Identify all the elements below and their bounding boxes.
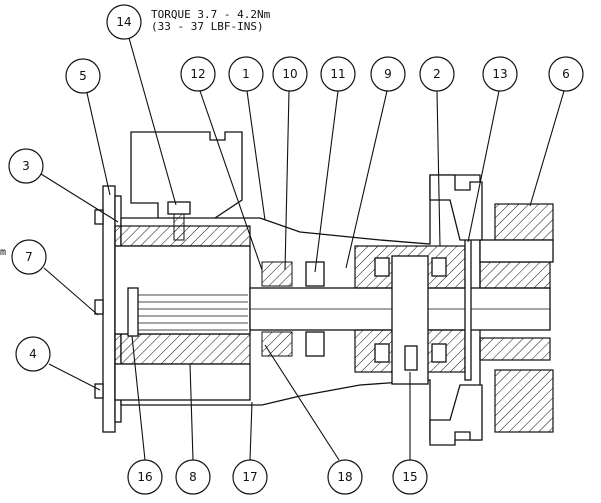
callout-16: 16: [127, 459, 163, 495]
svg-text:6: 6: [562, 67, 570, 81]
callout-4: 4: [15, 336, 51, 372]
seal-spring-lower: [305, 331, 325, 357]
impeller-hub: [127, 287, 139, 337]
svg-text:14: 14: [116, 15, 131, 29]
impeller-vanes: [138, 294, 248, 331]
svg-text:11: 11: [330, 67, 345, 81]
svg-text:5: 5: [79, 69, 87, 83]
seal-spring-upper: [305, 261, 325, 287]
svg-text:9: 9: [384, 67, 392, 81]
svg-text:15: 15: [402, 470, 417, 484]
bearing-balls: [374, 257, 447, 371]
svg-text:2: 2: [433, 67, 441, 81]
cover-screw-bottom: [94, 383, 104, 399]
pulley-hub-upper: [479, 261, 551, 289]
pulley-upper: [494, 203, 554, 241]
cover-screw-mid: [94, 299, 104, 315]
callout-2: 2: [419, 56, 455, 92]
callout-13: 13: [482, 56, 518, 92]
top-port-housing: [130, 131, 243, 221]
svg-text:8: 8: [189, 470, 197, 484]
callout-17: 17: [232, 459, 268, 495]
pulley-hub-lower: [479, 337, 551, 361]
svg-text:13: 13: [492, 67, 507, 81]
seal-lower: [261, 331, 293, 357]
torque-spec-imperial: (33 - 37 LBF-INS): [151, 20, 264, 33]
svg-text:18: 18: [337, 470, 352, 484]
pulley-lower: [494, 369, 554, 433]
svg-text:12: 12: [190, 67, 205, 81]
leader-lines: [40, 37, 565, 461]
circlip: [464, 237, 472, 381]
svg-text:16: 16: [137, 470, 152, 484]
callout-6: 6: [548, 56, 584, 92]
cam-screw-thread: [173, 213, 185, 241]
callout-8: 8: [175, 459, 211, 495]
callout-10: 10: [272, 56, 308, 92]
cam-screw-head: [167, 201, 191, 215]
callout-15: 15: [392, 459, 428, 495]
end-cover-plate: [102, 185, 116, 433]
svg-text:3: 3: [22, 159, 30, 173]
callout-5: 5: [65, 58, 101, 94]
svg-text:4: 4: [29, 347, 37, 361]
callout-18: 18: [327, 459, 363, 495]
callout-9: 9: [370, 56, 406, 92]
mounting-flange-bottom: [429, 384, 483, 446]
svg-text:7: 7: [25, 250, 33, 264]
mounting-flange-top: [429, 174, 483, 241]
seal-upper: [261, 261, 293, 287]
svg-text:10: 10: [282, 67, 297, 81]
impeller-housing-lower: [114, 333, 251, 365]
callout-3: 3: [8, 148, 44, 184]
callout-bubbles: 14 5 12 1 10 11 9 2: [8, 4, 584, 495]
callout-1: 1: [228, 56, 264, 92]
torque-spec-metric: TORQUE 3.7 - 4.2Nm: [151, 8, 271, 21]
torque-spec: TORQUE 3.7 - 4.2Nm (33 - 37 LBF-INS): [151, 9, 270, 33]
callout-7: 7: [11, 239, 47, 275]
callout-14: 14: [106, 4, 142, 40]
edge-fragment-label: m: [0, 247, 7, 258]
callout-11: 11: [320, 56, 356, 92]
impeller-chamber-lower: [114, 363, 251, 401]
pump-body-drawing: [94, 131, 554, 446]
svg-text:17: 17: [242, 470, 257, 484]
pulley-web: [479, 239, 554, 263]
svg-text:1: 1: [242, 67, 250, 81]
callout-12: 12: [180, 56, 216, 92]
